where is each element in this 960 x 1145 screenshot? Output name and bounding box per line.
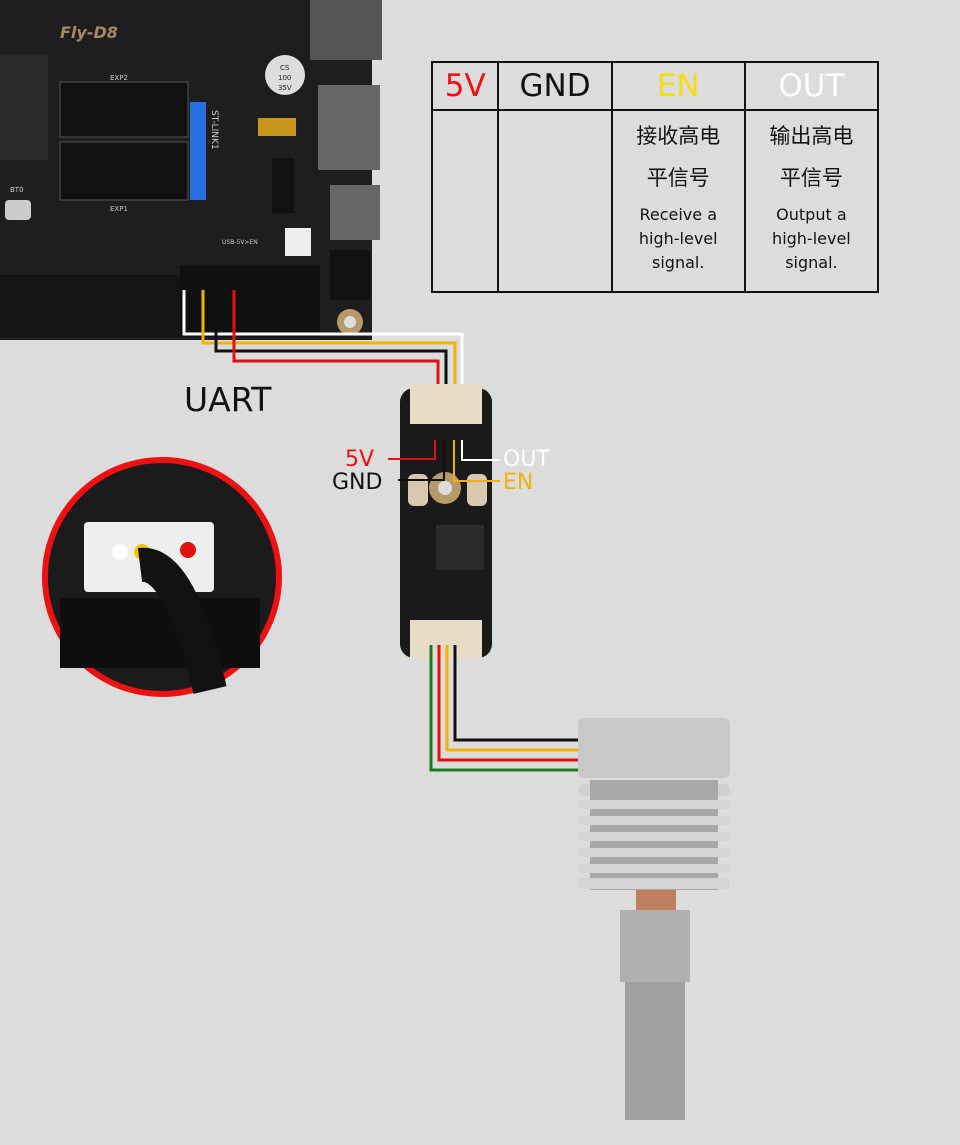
- en-desc-en-2: high-level: [638, 229, 718, 248]
- out-desc-en-2: high-level: [772, 229, 851, 248]
- label-5v: 5V: [345, 447, 375, 472]
- exp1-label: EXP1: [110, 205, 128, 213]
- label-en: EN: [503, 470, 534, 495]
- cell-gnd: [497, 109, 613, 293]
- header-gnd: GND: [497, 61, 613, 111]
- out-desc-en-1: Output a: [776, 205, 847, 224]
- sensor-module: [400, 384, 492, 658]
- out-desc-cn-1: 输出高电: [769, 124, 854, 148]
- exp2-label: EXP2: [110, 74, 128, 82]
- st-link-label: ST-LINK1: [209, 110, 219, 150]
- hotend-wires: [429, 645, 582, 772]
- cap-label: CS: [280, 64, 290, 72]
- board-name: Fly-D8: [60, 23, 118, 42]
- module-pin-leaders: [388, 440, 500, 482]
- en-desc-cn-1: 接收高电: [636, 124, 721, 148]
- label-out: OUT: [503, 447, 550, 472]
- cell-out: 输出高电 平信号 Output a high-level signal.: [743, 109, 880, 293]
- usb-5v-label: USB-5V>EN: [222, 239, 258, 246]
- header-out: OUT: [743, 61, 880, 111]
- fly-d8-board: Fly-D8 EXP2 EXP1 ST-LINK1 BT0 USB-5V>EN …: [0, 0, 382, 340]
- uart-wires: [182, 290, 464, 390]
- en-desc-cn-2: 平信号: [646, 166, 710, 190]
- connector-closeup-inset: [42, 457, 282, 697]
- bt0-label: BT0: [10, 186, 24, 194]
- pin-function-table: 5V GND EN OUT 接收高电 平信号 Receive a high-le…: [430, 61, 880, 293]
- cell-5v: [430, 109, 500, 293]
- cell-en: 接收高电 平信号 Receive a high-level signal.: [610, 109, 746, 293]
- en-desc-en-3: signal.: [652, 253, 705, 272]
- cap-label: 35V: [278, 84, 292, 92]
- uart-label: UART: [184, 380, 272, 419]
- hotend-heatsink: [578, 718, 730, 1120]
- out-desc-en-3: signal.: [785, 253, 838, 272]
- cap-label: 100: [278, 74, 291, 82]
- header-5v: 5V: [430, 61, 500, 111]
- label-gnd: GND: [332, 470, 383, 495]
- out-desc-cn-2: 平信号: [779, 166, 843, 190]
- header-en: EN: [610, 61, 746, 111]
- en-desc-en-1: Receive a: [639, 205, 717, 224]
